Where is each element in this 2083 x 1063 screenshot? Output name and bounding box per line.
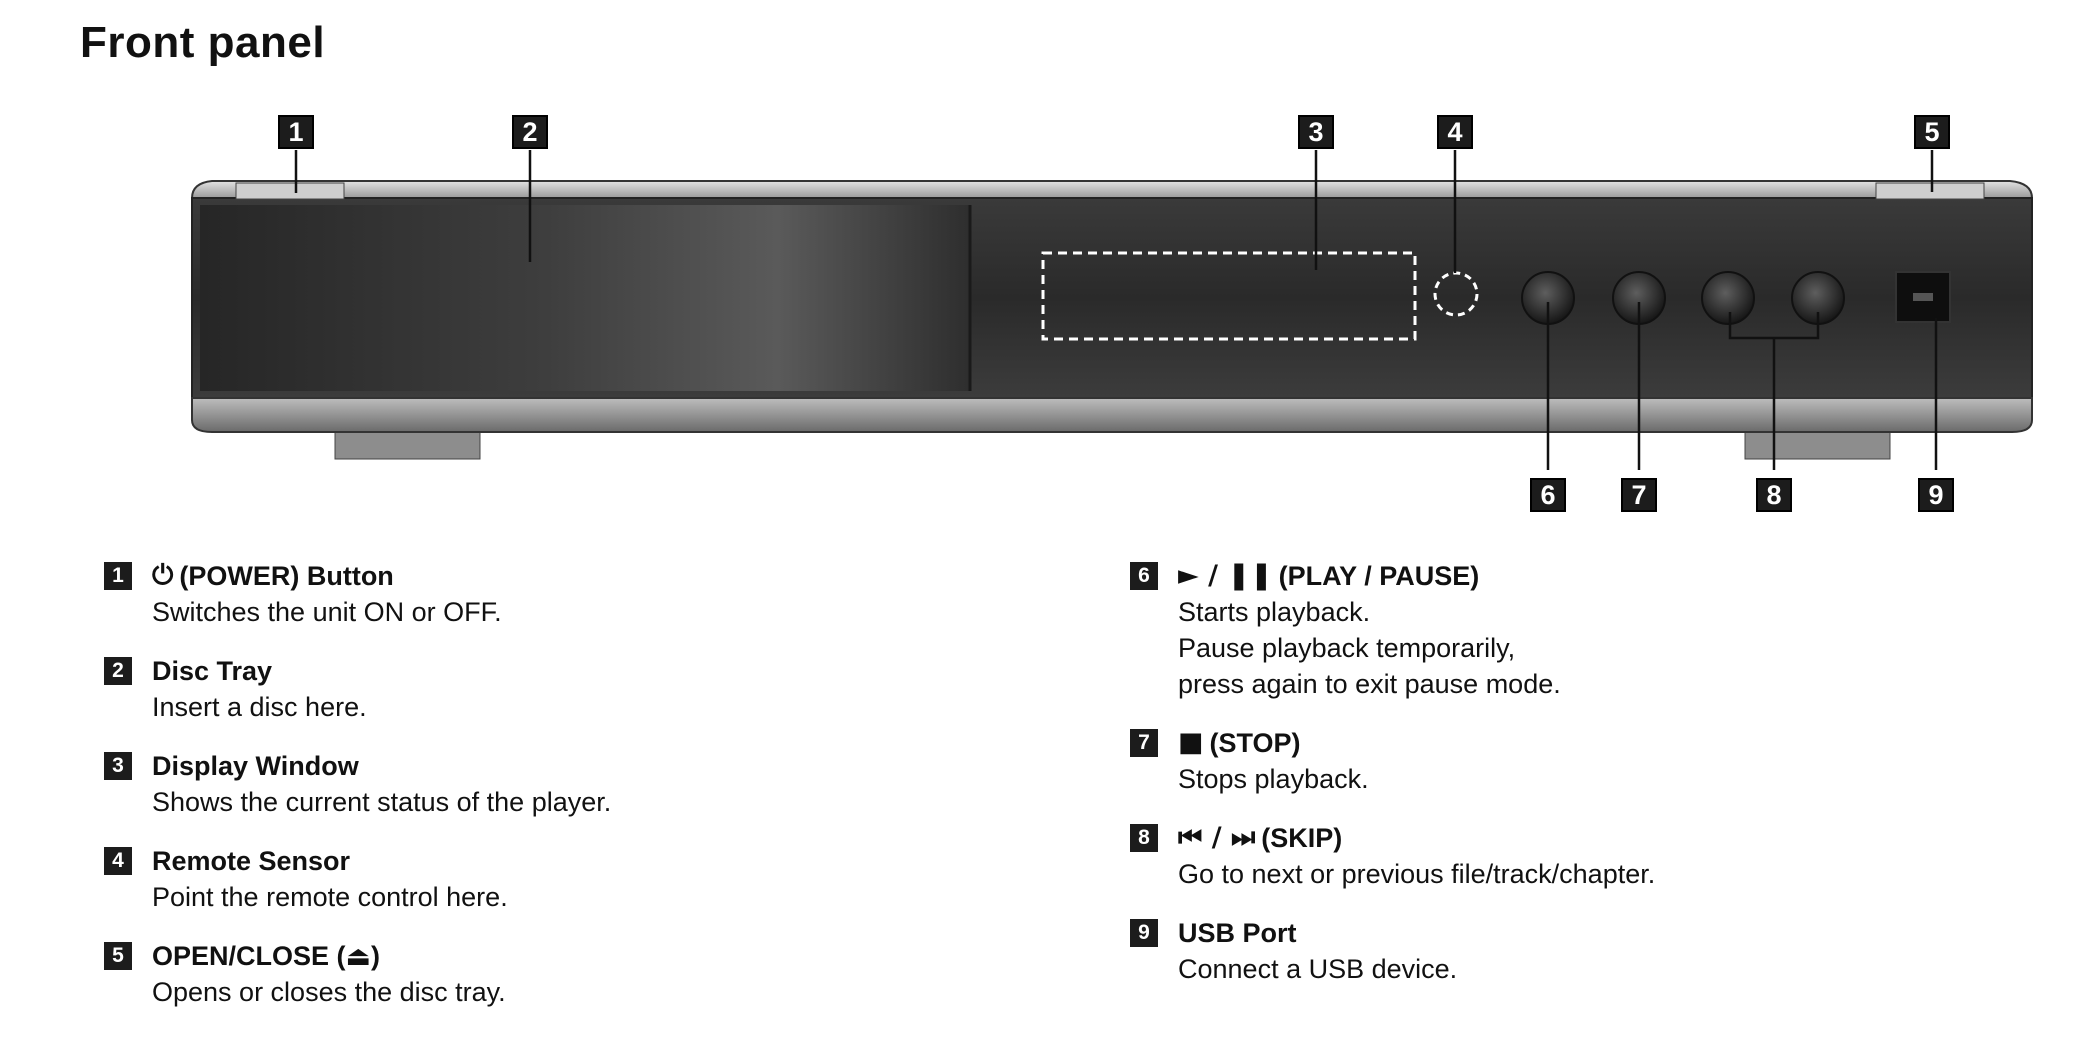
callout-5: 5	[1914, 115, 1950, 149]
callout-2: 2	[512, 115, 548, 149]
legend-number: 4	[104, 847, 132, 875]
legend-item-power: 1 ⏻ (POWER) Button Switches the unit ON …	[104, 558, 964, 630]
legend-desc: Switches the unit ON or OFF.	[152, 597, 502, 627]
legend-number: 8	[1130, 824, 1158, 852]
legend-desc: press again to exit pause mode.	[1178, 669, 1561, 699]
legend-item-open-close: 5 OPEN/CLOSE (⏏) Opens or closes the dis…	[104, 938, 964, 1010]
legend-item-skip: 8 ⏮ / ⏭ (SKIP) Go to next or previous fi…	[1130, 820, 1990, 892]
usb-icon	[1913, 293, 1933, 301]
legend-desc: Insert a disc here.	[152, 692, 367, 722]
legend-number: 6	[1130, 562, 1158, 590]
power-button	[235, 182, 345, 200]
legend-name: (POWER) Button	[179, 561, 394, 591]
legend-number: 9	[1130, 919, 1158, 947]
legend-desc: Go to next or previous file/track/chapte…	[1178, 859, 1656, 889]
legend-desc: Shows the current status of the player.	[152, 787, 612, 817]
legend-name: (SKIP)	[1261, 823, 1343, 853]
power-icon: ⏻	[152, 560, 174, 591]
callout-8: 8	[1756, 478, 1792, 512]
legend-number: 5	[104, 942, 132, 970]
legend-name: Disc Tray	[152, 656, 273, 686]
skip-back-button	[1701, 271, 1755, 325]
open-close-button	[1875, 182, 1985, 200]
display-window	[1041, 251, 1417, 341]
legend-desc: Connect a USB device.	[1178, 954, 1458, 984]
legend-desc: Stops playback.	[1178, 764, 1369, 794]
legend-item-usb-port: 9 USB Port Connect a USB device.	[1130, 915, 1990, 987]
legend-name: USB Port	[1178, 918, 1297, 948]
legend-name: Display Window	[152, 751, 359, 781]
disc-tray	[200, 205, 970, 391]
stop-icon: ■	[1178, 727, 1204, 758]
legend-desc: Pause playback temporarily,	[1178, 633, 1516, 663]
legend-number: 1	[104, 562, 132, 590]
callout-6: 6	[1530, 478, 1566, 512]
legend-desc: Starts playback.	[1178, 597, 1371, 627]
legend-name: (PLAY / PAUSE)	[1278, 561, 1480, 591]
callout-7: 7	[1621, 478, 1657, 512]
callout-1: 1	[278, 115, 314, 149]
legend-number: 7	[1130, 729, 1158, 757]
play-pause-icon: ► / ❚❚	[1178, 560, 1273, 591]
callout-9: 9	[1918, 478, 1954, 512]
legend-name: OPEN/CLOSE (⏏)	[152, 941, 381, 971]
legend-desc: Opens or closes the disc tray.	[152, 977, 506, 1007]
legend-number: 3	[104, 752, 132, 780]
callout-3: 3	[1298, 115, 1334, 149]
legend-desc: Point the remote control here.	[152, 882, 508, 912]
legend-item-play-pause: 6 ► / ❚❚ (PLAY / PAUSE) Starts playback.…	[1130, 558, 1990, 702]
device-front-panel-illustration	[190, 150, 2034, 470]
legend-item-remote-sensor: 4 Remote Sensor Point the remote control…	[104, 843, 964, 915]
callout-4: 4	[1437, 115, 1473, 149]
skip-icon: ⏮ / ⏭	[1178, 822, 1256, 853]
legend-item-display-window: 3 Display Window Shows the current statu…	[104, 748, 964, 820]
page-title: Front panel	[80, 18, 326, 67]
legend-item-stop: 7 ■ (STOP) Stops playback.	[1130, 725, 1990, 797]
legend-number: 2	[104, 657, 132, 685]
legend-item-disc-tray: 2 Disc Tray Insert a disc here.	[104, 653, 964, 725]
legend-name: Remote Sensor	[152, 846, 351, 876]
legend-name: (STOP)	[1209, 728, 1301, 758]
